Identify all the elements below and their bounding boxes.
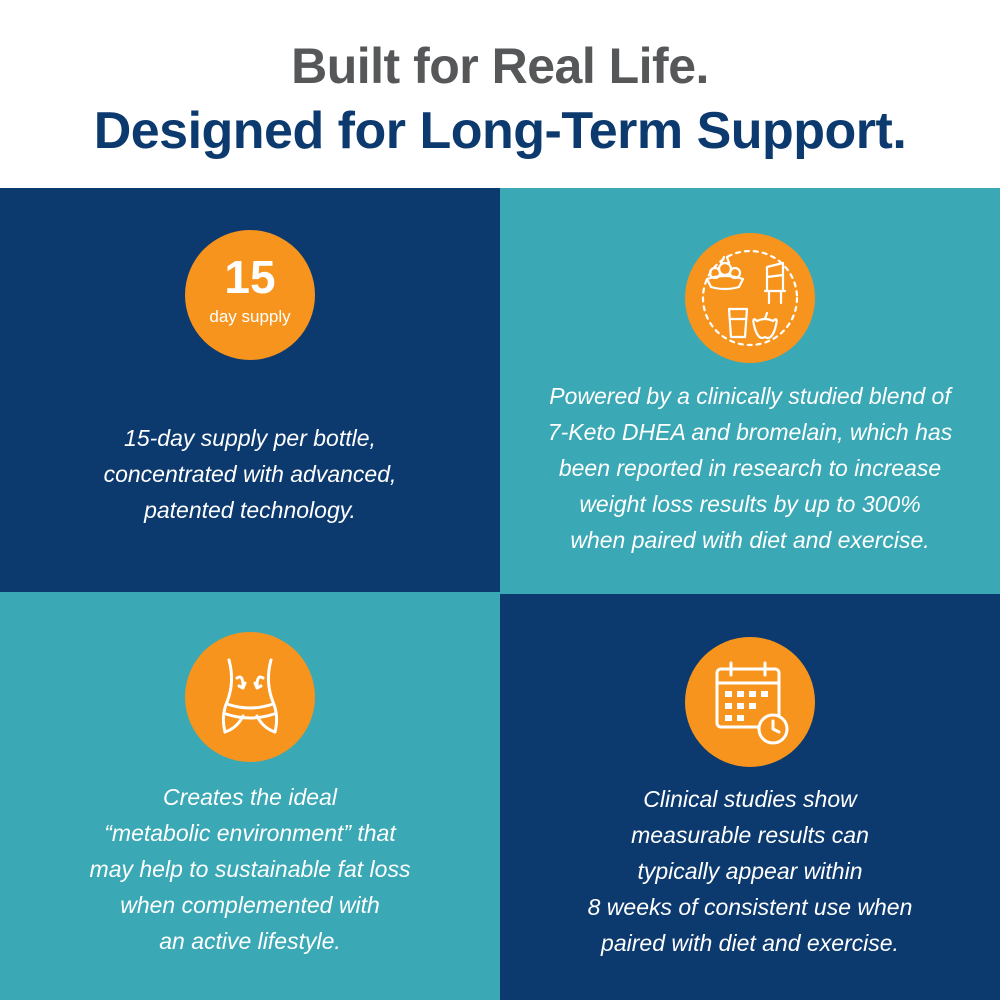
panel-supply: 15 day supply 15-day supply per bottle, … [0,188,500,592]
panel-text: Powered by a clinically studied blend of… [510,378,990,558]
text-line: Creates the ideal [163,784,337,810]
panel-text: Clinical studies show measurable results… [510,781,990,961]
text-line: weight loss results by up to 300% [579,491,921,517]
text-line: 15-day supply per bottle, [124,425,376,451]
text-line: measurable results can [631,822,869,848]
text-line: concentrated with advanced, [103,461,397,487]
headline-line-1: Built for Real Life. [291,38,709,94]
header: Built for Real Life. Designed for Long-T… [0,0,1000,188]
headline-line-2: Designed for Long-Term Support. [93,102,907,160]
text-line: when complemented with [120,892,380,918]
text-line: been reported in research to increase [558,455,942,481]
text-line: may help to sustainable fat loss [89,856,411,882]
panel-clinical: Clinical studies show measurable results… [500,594,1000,1000]
panel-text: Creates the ideal “metabolic environment… [10,779,490,959]
supply-badge: 15 day supply [185,230,315,360]
text-line: 7-Keto DHEA and bromelain, which has [547,419,953,445]
text-line: paired with diet and exercise. [601,930,899,956]
panel-text: 15-day supply per bottle, concentrated w… [10,420,490,528]
text-line: “metabolic environment” that [104,820,396,846]
text-line: Clinical studies show [643,786,857,812]
text-line: 8 weeks of consistent use when [587,894,913,920]
calendar-clock-icon [685,637,815,767]
panel-metabolic: Creates the ideal “metabolic environment… [0,592,500,1000]
diet-exercise-icon [685,233,815,363]
badge-number: 15 [224,251,276,303]
text-line: an active lifestyle. [159,928,341,954]
panel-blend: Powered by a clinically studied blend of… [500,188,1000,594]
text-line: typically appear within [637,858,863,884]
text-line: Powered by a clinically studied blend of [549,383,951,409]
waist-icon [185,632,315,762]
text-line: when paired with diet and exercise. [570,527,930,553]
text-line: patented technology. [144,497,356,523]
badge-caption: day supply [209,307,291,326]
